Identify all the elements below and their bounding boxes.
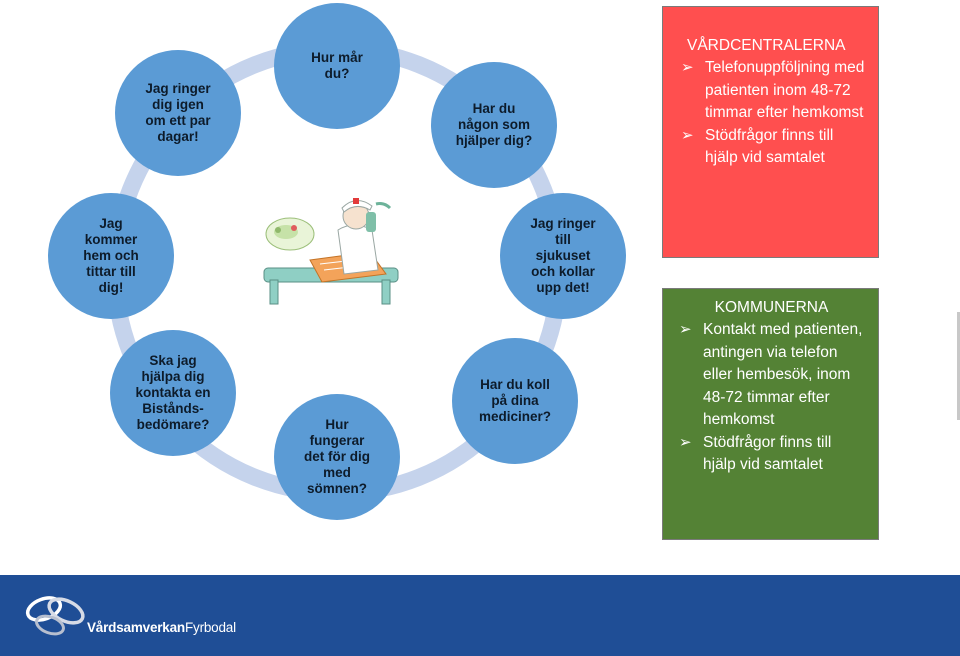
bubble-text: Jag kommer hem och tittar till dig! — [83, 216, 139, 295]
arrow-bullet-icon: ➢ — [681, 59, 694, 76]
list-item: ➢ Kontakt med patienten, antingen via tel… — [675, 319, 868, 432]
butterfly-logo-icon — [25, 596, 85, 636]
bubble-jag-ringer-igen: Jag ringer dig igen om ett par dagar! — [115, 50, 241, 176]
panel-kommunerna: KOMMUNERNA ➢ Kontakt med patienten, antin… — [662, 288, 879, 540]
list-item: ➢ Telefonuppföljning med patienten inom 4… — [677, 57, 868, 125]
panel-title: KOMMUNERNA — [714, 299, 829, 316]
list-item-text: Telefonuppföljning med patienten inom 48… — [705, 59, 865, 121]
list-item: ➢ Stödfrågor finns till hjälp vid samtale… — [675, 432, 868, 477]
arrow-bullet-icon: ➢ — [679, 433, 692, 451]
list-item: ➢ Stödfrågor finns till hjälp vid samtale… — [677, 125, 868, 170]
footer-bar — [0, 575, 960, 656]
arrow-bullet-icon: ➢ — [679, 321, 692, 338]
nurse-phone-clipart-icon — [263, 198, 399, 305]
logo-bold-text: Vårdsamverkan — [87, 620, 185, 635]
list-item-text: Stödfrågor finns till hjälp vid samtalet — [705, 126, 834, 167]
cycle-diagram: Hur mår du? Har du någon som hjälper dig… — [48, 3, 626, 520]
bubble-mediciner: Har du koll på dina mediciner? — [452, 338, 578, 464]
bubble-text: Har du koll på dina mediciner? — [478, 377, 552, 424]
bubble-jag-kommer-hem: Jag kommer hem och tittar till dig! — [48, 193, 174, 319]
bubble-text: Jag ringer dig igen om ett par dagar! — [145, 81, 211, 144]
arrow-bullet-icon: ➢ — [681, 126, 694, 144]
bubble-har-du-nagon: Har du någon som hjälper dig? — [431, 62, 557, 188]
panel-list: ➢ Kontakt med patienten, antingen via tel… — [675, 319, 868, 477]
panel-list: ➢ Telefonuppföljning med patienten inom 4… — [675, 57, 868, 170]
list-item-text: Stödfrågor finns till hjälp vid samtalet — [703, 433, 832, 474]
panel-title: VÅRDCENTRALERNA — [687, 37, 846, 54]
list-item-text: Kontakt med patienten, antingen via tele… — [703, 321, 863, 428]
edge-divider — [957, 312, 960, 420]
bubble-text: Hur mår du? — [311, 50, 363, 81]
bubble-somnen: Hur fungerar det för dig med sömnen? — [274, 394, 400, 520]
bubble-jag-ringer-sjukuset: Jag ringer till sjukuset och kollar upp … — [500, 193, 626, 319]
logo-rest-text: Fyrbodal — [184, 620, 236, 635]
bubble-text: Ska jag hjälpa dig kontakta en Bistånds-… — [135, 353, 211, 432]
bubble-text: Hur fungerar det för dig med sömnen? — [304, 417, 370, 496]
bubble-bistandsbedomare: Ska jag hjälpa dig kontakta en Bistånds-… — [110, 330, 236, 456]
bubble-hur-mar-du: Hur mår du? — [274, 3, 400, 129]
panel-vardcentralerna: VÅRDCENTRALERNA ➢ Telefonuppföljning med … — [662, 6, 879, 258]
bubble-text: Jag ringer till sjukuset och kollar upp … — [530, 216, 596, 295]
footer-logo-text: VårdsamverkanFyrbodal — [87, 620, 236, 635]
bubble-text: Har du någon som hjälper dig? — [455, 101, 533, 148]
